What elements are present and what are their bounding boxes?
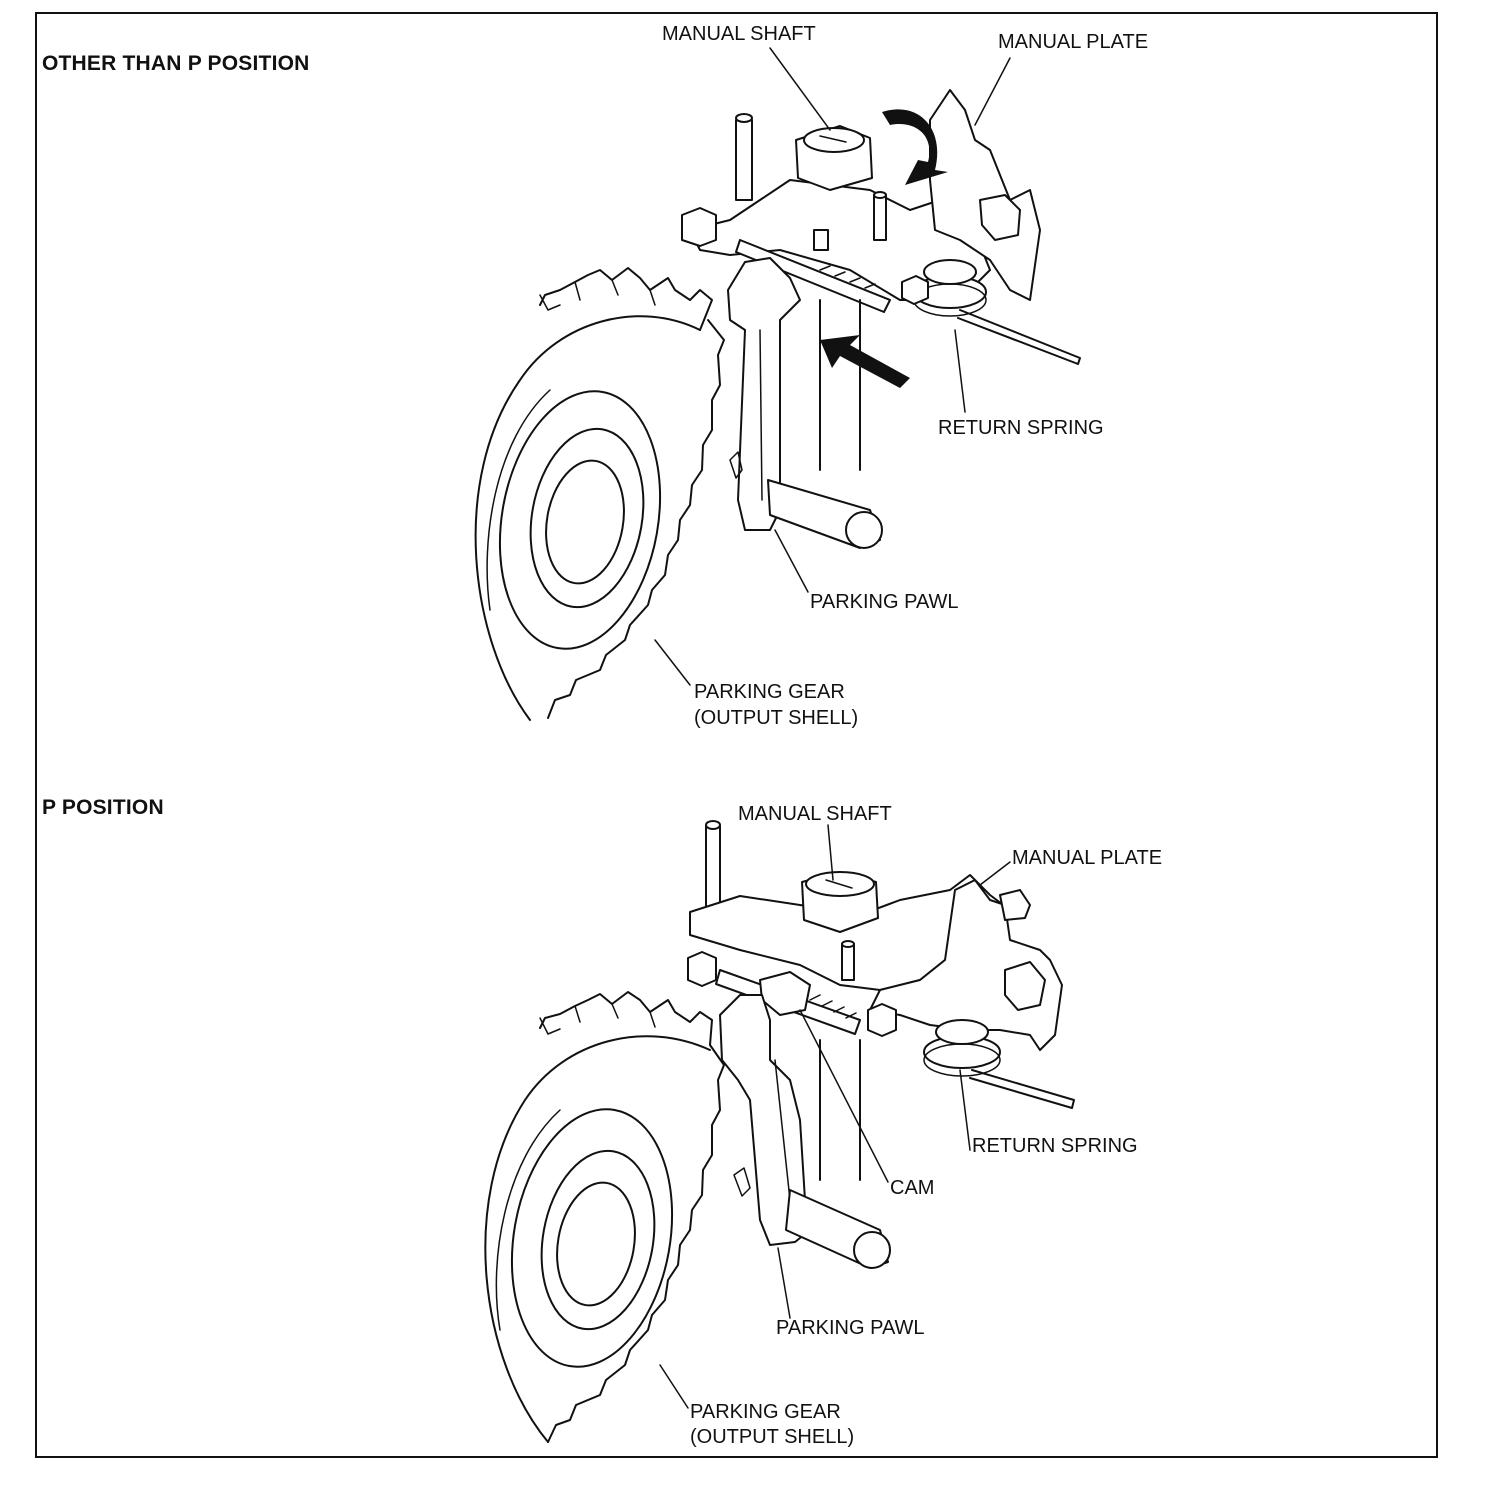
top-label-return-spring: RETURN SPRING bbox=[938, 417, 1104, 439]
top-label-manual-plate: MANUAL PLATE bbox=[998, 31, 1148, 53]
bottom-label-return-spring: RETURN SPRING bbox=[972, 1135, 1138, 1157]
panel-top-title: OTHER THAN P POSITION bbox=[42, 52, 310, 75]
bottom-parking-pawl bbox=[719, 994, 891, 1269]
top-label-output-shell: (OUTPUT SHELL) bbox=[694, 707, 858, 729]
bottom-label-cam: CAM bbox=[890, 1177, 934, 1199]
top-push-arrow bbox=[820, 335, 910, 388]
top-label-parking-pawl: PARKING PAWL bbox=[810, 591, 959, 613]
bottom-label-manual-shaft: MANUAL SHAFT bbox=[738, 803, 892, 825]
figure-frame bbox=[35, 12, 1438, 1458]
panel-bottom-title: P POSITION bbox=[42, 796, 164, 819]
bottom-label-output-shell: (OUTPUT SHELL) bbox=[690, 1426, 854, 1448]
top-rotation-arrow bbox=[882, 109, 948, 185]
top-parking-pawl bbox=[727, 257, 883, 549]
top-leader-lines bbox=[654, 47, 1011, 686]
top-label-manual-shaft: MANUAL SHAFT bbox=[662, 23, 816, 45]
bottom-manual-plate-assembly bbox=[687, 820, 1075, 1109]
bottom-label-parking-gear: PARKING GEAR bbox=[690, 1401, 841, 1423]
top-manual-plate-assembly bbox=[681, 89, 1081, 365]
top-parking-gear bbox=[474, 267, 725, 721]
bottom-parking-gear bbox=[484, 991, 725, 1443]
bottom-leader-lines bbox=[659, 824, 1011, 1409]
bottom-label-parking-pawl: PARKING PAWL bbox=[776, 1317, 925, 1339]
top-label-parking-gear: PARKING GEAR bbox=[694, 681, 845, 703]
bottom-label-manual-plate: MANUAL PLATE bbox=[1012, 847, 1162, 869]
